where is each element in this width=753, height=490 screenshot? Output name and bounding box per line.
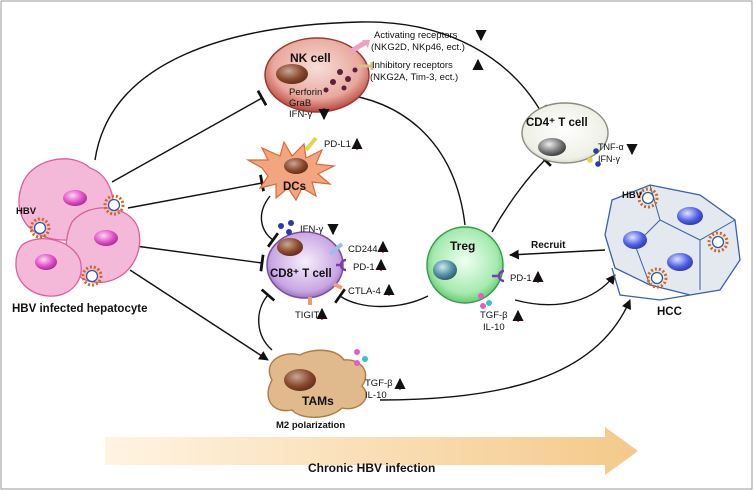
- hep-to-cd8-inhibit: [127, 244, 265, 272]
- cd4-t-cell: CD4⁺ T cell TNF-α IFN-γ: [521, 102, 638, 167]
- tam-tgf-label: TGF-β: [365, 378, 393, 389]
- treg-to-hcc-arrow: [514, 274, 616, 306]
- inhibitory-receptor-icon: [357, 62, 374, 70]
- ctla4-label: CTLA-4: [348, 286, 381, 297]
- hbv-virus-icon: [29, 194, 125, 287]
- chronic-banner: Chronic HBV infection: [105, 427, 638, 475]
- treg-to-cd4-inhibit: [491, 153, 552, 233]
- nk-cell: NK cell Perforin GraB IFN-γ Activating r…: [264, 29, 487, 121]
- inhibitory-title: Inhibitory receptors: [372, 60, 453, 71]
- treg-il10-label: IL-10: [483, 322, 505, 333]
- cd244-label: CD244: [348, 244, 378, 255]
- hbv-label-right: HBV: [622, 190, 643, 201]
- connectors: [94, 21, 632, 401]
- hbv-infected-hepatocyte: HBV HBV infected hepatocyte: [12, 158, 147, 315]
- dc-to-cd8-inhibit: [260, 195, 280, 248]
- activating-title: Activating receptors: [374, 30, 458, 41]
- cd8-t-cell: IFN-γ CD244 PD-1 CD8⁺ T cell CTLA-4 TIGI…: [266, 220, 395, 321]
- treg-tgf-label: TGF-β: [480, 310, 508, 321]
- activating-receptor-icon: [348, 39, 368, 55]
- tam-to-cd8-inhibit: [258, 288, 276, 351]
- m2-label: M2 polarization: [276, 420, 345, 431]
- tam-to-hcc-arrow: [379, 299, 632, 401]
- tam-il10-label: IL-10: [365, 390, 387, 401]
- dcs-label: DCs: [283, 181, 306, 193]
- recruit-arrow: [509, 249, 606, 260]
- grab-label: GraB: [289, 98, 311, 109]
- activating-list: (NKG2D, NKp46, ect.): [371, 42, 465, 53]
- tigit-label: TIGIT: [295, 310, 319, 321]
- nk-cell-label: NK cell: [290, 51, 331, 65]
- hcc-tumor: HBV HCC: [604, 184, 741, 318]
- nk-ifn-label: IFN-γ: [289, 109, 312, 120]
- treg-to-cd8-inhibit: [334, 288, 429, 308]
- tams-label: TAMs: [302, 394, 334, 408]
- inhibitory-list: (NKG2A, Tim-3, ect.): [370, 72, 458, 83]
- hepatocyte-label: HBV infected hepatocyte: [12, 303, 147, 315]
- hep-to-tam-arrow: [129, 269, 269, 361]
- perforin-label: Perforin: [289, 87, 322, 98]
- cd4-tnf-label: TNF-α: [598, 142, 624, 152]
- tam-cell: TAMs TGF-β IL-10 M2 polarization: [267, 349, 406, 431]
- hbv-virus-icon-right: [637, 187, 729, 289]
- hbv-label-left: HBV: [16, 206, 37, 217]
- pdl1-label: PD-L1: [324, 139, 351, 150]
- cd8-ifn-label: IFN-γ: [300, 224, 323, 235]
- hcc-label: HCC: [657, 306, 682, 318]
- hep-to-cd4-inhibit: [94, 21, 548, 161]
- hep-to-dc-inhibit: [127, 174, 265, 209]
- treg-pd1-label: PD-1: [510, 273, 532, 284]
- treg-label: Treg: [450, 239, 475, 253]
- treg-to-nk-inhibit: [337, 85, 466, 226]
- recruit-label: Recruit: [531, 240, 566, 251]
- dendritic-cell: PD-L1 DCs: [245, 136, 363, 202]
- treg-cell: Treg PD-1 TGF-β IL-10: [426, 226, 544, 333]
- cd4-ifn-label: IFN-γ: [598, 154, 620, 164]
- cd8-label: CD8⁺ T cell: [270, 268, 332, 280]
- hep-to-nk-inhibit: [111, 89, 268, 183]
- cd4-label: CD4⁺ T cell: [526, 117, 588, 129]
- cd8-pd1-label: PD-1: [353, 262, 375, 273]
- chronic-label: Chronic HBV infection: [308, 461, 435, 475]
